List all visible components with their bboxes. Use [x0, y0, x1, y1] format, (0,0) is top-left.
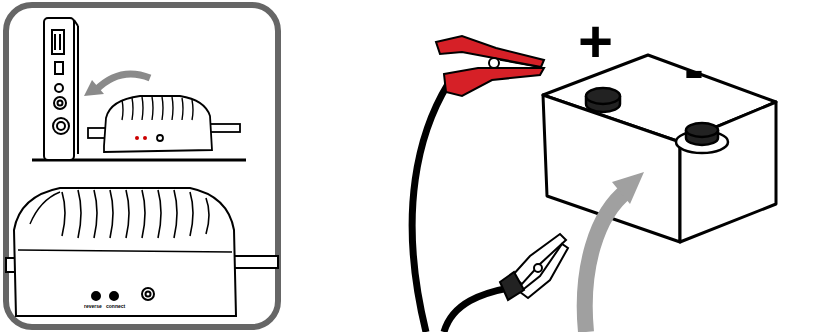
- connect-arrow-head: [612, 172, 644, 204]
- polarity-sign: +: [578, 12, 613, 72]
- red-clamp: [436, 36, 544, 96]
- negative-terminal: [676, 123, 728, 153]
- insert-arrow-head: [84, 80, 104, 96]
- led-label: reverse: [84, 304, 102, 309]
- clamp-module-large: [6, 188, 278, 316]
- jump-starter-device: [44, 18, 78, 160]
- clamp-module-small: [88, 96, 240, 152]
- led-label: connect: [106, 304, 125, 309]
- connect-arrow: [585, 190, 628, 332]
- polarity-sign: -: [684, 40, 704, 100]
- black-clamp: [500, 234, 568, 300]
- panel-frame: [6, 5, 278, 327]
- battery: [543, 55, 776, 242]
- positive-terminal: [586, 88, 620, 112]
- insert-arrow: [96, 74, 150, 90]
- red-clamp-cable: [412, 84, 448, 332]
